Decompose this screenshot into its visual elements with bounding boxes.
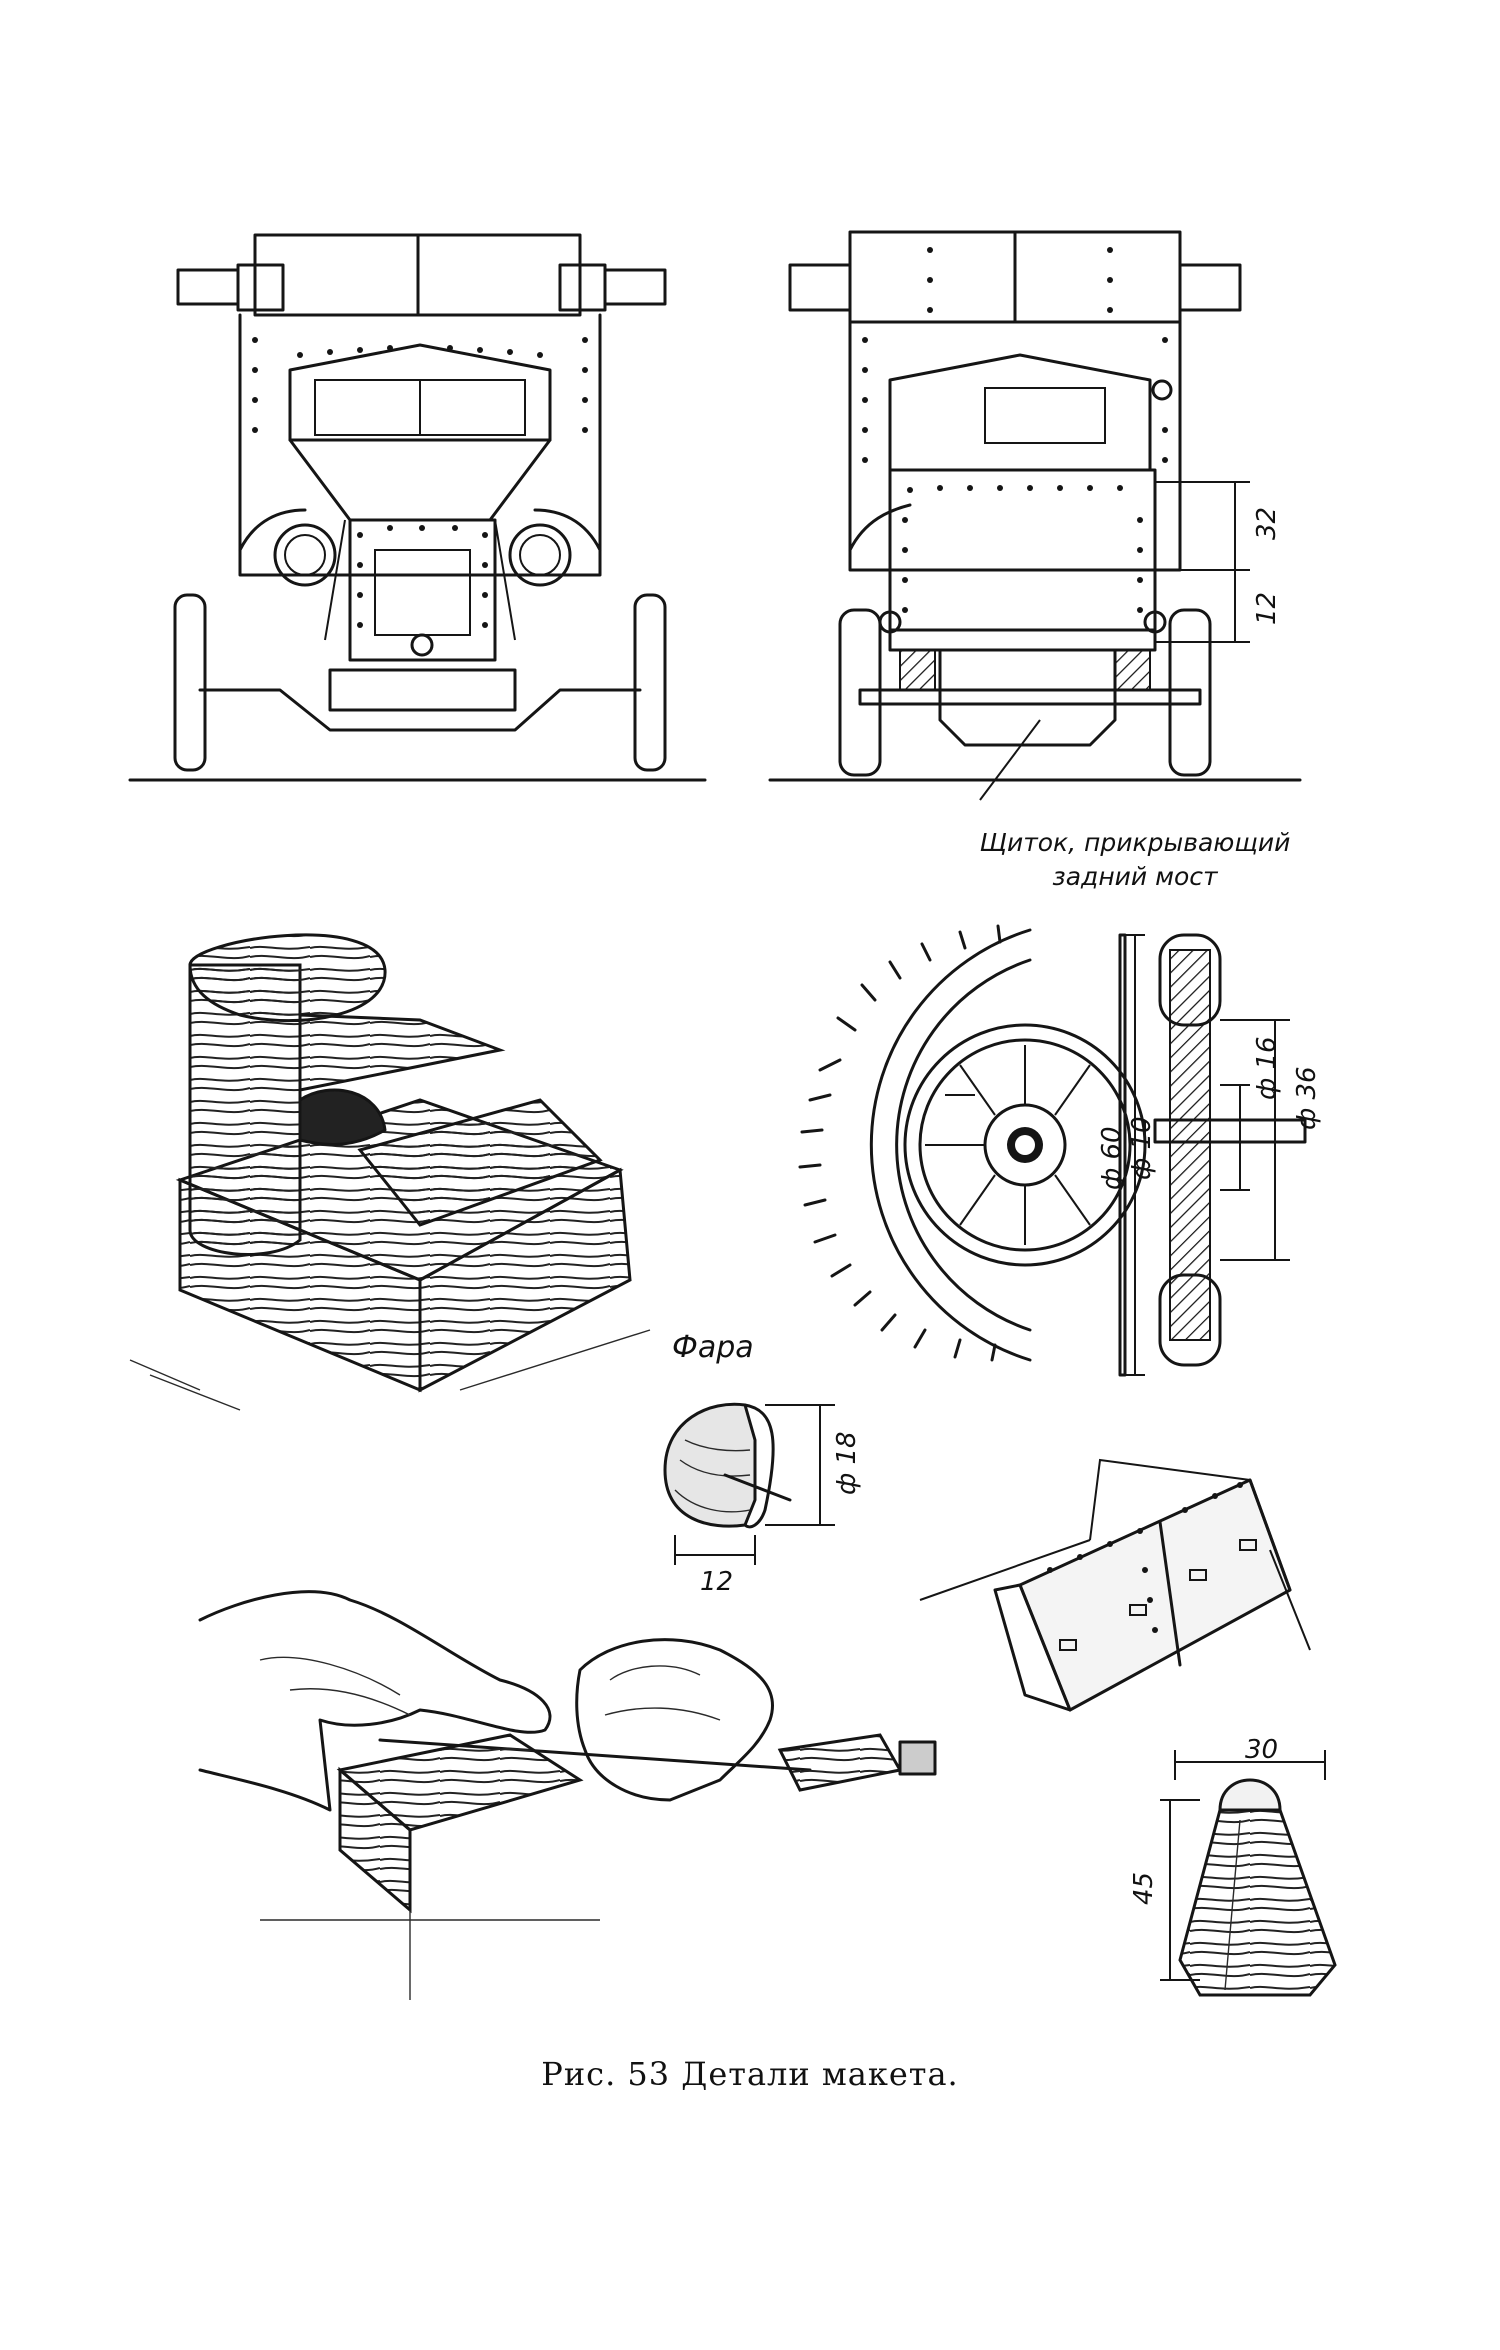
dim-turret-width: 30 (1245, 1735, 1278, 1765)
dim-32: 32 (1252, 507, 1282, 540)
dim-wheel-hub: ф 36 (1292, 1066, 1322, 1130)
dim-wheel-axle: ф 10 (1127, 1116, 1157, 1180)
armor-hood-drawing (919, 1440, 1340, 1740)
wood-carving-drawing (129, 920, 660, 1420)
dim-headlight-diameter: ф 18 (832, 1431, 862, 1495)
dim-turret-height: 45 (1129, 1872, 1159, 1905)
dim-headlight-length: 12 (700, 1567, 733, 1597)
dim-12: 12 (1252, 592, 1282, 625)
shield-note-line1: Щиток, прикрывающий (979, 828, 1291, 857)
hands-chisel-drawing (198, 1480, 1100, 2000)
rear-view-drawing: 32 12 (768, 220, 1340, 840)
headlight-drawing: ф 18 12 (655, 1380, 875, 1610)
dim-wheel-bore: ф 16 (1252, 1036, 1282, 1100)
shield-note: Щиток, прикрывающий задний мост (955, 826, 1315, 894)
figure-caption: Рис. 53 Детали макета. (541, 2055, 959, 2093)
turret-part-drawing: 30 45 (1129, 1735, 1360, 2010)
front-view-drawing (128, 220, 707, 840)
wheel-drawing: ф 60 ф 36 ф 16 ф 10 (770, 920, 1380, 1390)
dim-wheel-outer: ф 60 (1097, 1126, 1127, 1190)
headlight-title: Фара (672, 1330, 754, 1365)
shield-note-line2: задний мост (1052, 862, 1218, 891)
